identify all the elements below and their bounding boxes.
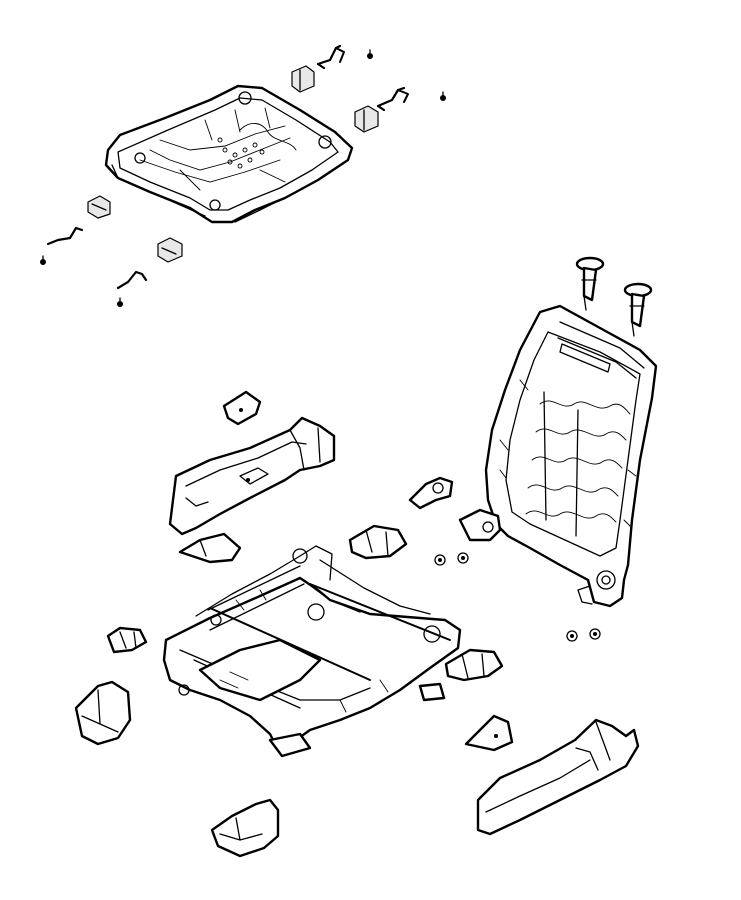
riser-cover (178, 532, 242, 564)
cushion-pan-wire-retainer (316, 44, 345, 70)
riser-cover (210, 798, 280, 858)
seat-cushion-pan (104, 84, 354, 224)
riser-cover (464, 714, 514, 752)
headrest-guide-sleeve (623, 282, 653, 337)
cushion-pan-clip (291, 65, 315, 93)
track-cover (444, 648, 504, 682)
outboard-shield (168, 416, 336, 536)
cushion-pan-wire-retainer (376, 86, 409, 112)
cushion-pan-wire-retainer (116, 270, 148, 290)
cushion-pan-clip (87, 195, 111, 219)
riser-cover (74, 680, 132, 746)
cushion-pan-clip (157, 237, 183, 263)
shield-cover (222, 390, 262, 426)
frame-nut (566, 630, 578, 642)
seat-adjuster-track (162, 545, 462, 758)
cushion-pan-screw (440, 91, 446, 101)
track-cover (106, 626, 148, 654)
frame-nut (457, 552, 469, 564)
headrest-guide-sleeve (575, 256, 605, 311)
recliner-handle (408, 476, 454, 510)
cushion-pan-screw (367, 49, 373, 59)
cushion-pan-screw (117, 297, 123, 307)
inboard-shield (476, 718, 640, 836)
cushion-pan-wire-retainer (46, 226, 84, 246)
cushion-pan-screw (40, 255, 46, 265)
frame-nut (589, 628, 601, 640)
seat-back-frame (458, 304, 658, 608)
cushion-pan-clip (354, 105, 379, 133)
frame-nut (434, 554, 446, 566)
track-cover (348, 524, 408, 560)
